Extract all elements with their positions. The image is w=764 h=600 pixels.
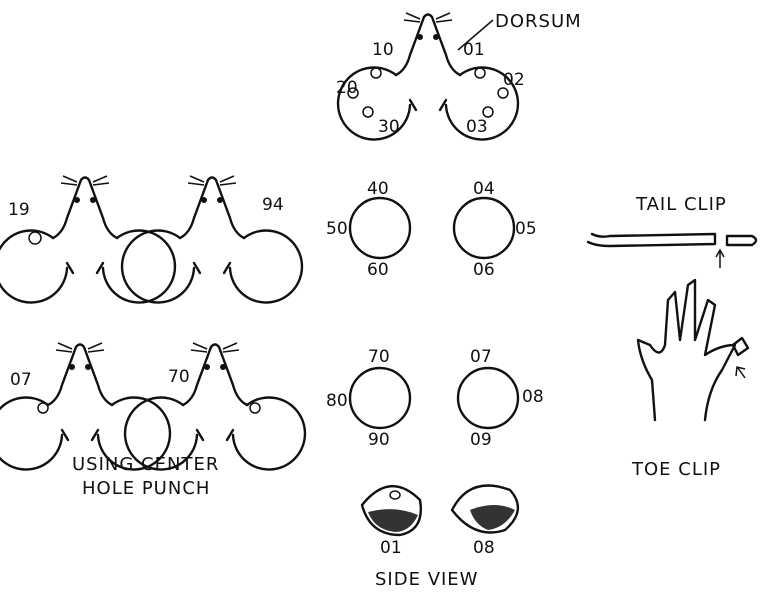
mouse-19-diagram [0,174,177,304]
label-08: 08 [522,387,544,407]
toe-clip-diagram [636,278,750,422]
top-mouse-diagram [336,11,520,141]
label-70: 70 [168,367,190,387]
label-60: 60 [367,260,389,280]
label-90: 90 [368,430,390,450]
label-09: 09 [470,430,492,450]
label-30: 30 [378,117,400,137]
label-02: 02 [503,70,525,90]
center-punch-caption-2: HOLE PUNCH [82,478,210,499]
label-20: 20 [336,78,358,98]
label-80: 80 [326,391,348,411]
ear-left-40-60 [348,196,412,260]
toe-clip-label: TOE CLIP [631,459,721,480]
label-04: 04 [473,179,495,199]
label-side-01: 01 [380,538,402,558]
ear-left-70-90 [348,366,412,430]
label-05: 05 [515,219,537,239]
dorsum-label: DORSUM [495,11,582,32]
label-19: 19 [8,200,30,220]
ear-right-04-06 [452,196,516,260]
label-07: 07 [10,370,32,390]
ear-right-07-09 [456,366,520,430]
label-50: 50 [326,219,348,239]
label-40: 40 [367,179,389,199]
label-07b: 07 [470,347,492,367]
side-view-caption: SIDE VIEW [375,569,478,590]
mouse-07-diagram [0,341,172,471]
mouse-70-diagram [123,341,307,471]
tail-clip-diagram [586,232,758,268]
center-punch-caption-1: USING CENTER [72,454,219,475]
side-view-ear-08 [450,484,519,534]
tail-clip-label: TAIL CLIP [635,194,727,215]
label-06: 06 [473,260,495,280]
label-03: 03 [466,117,488,137]
label-94: 94 [262,195,284,215]
label-01: 01 [463,40,485,60]
label-70b: 70 [368,347,390,367]
label-10: 10 [372,40,394,60]
label-side-08: 08 [473,538,495,558]
side-view-ear-01 [360,484,422,537]
